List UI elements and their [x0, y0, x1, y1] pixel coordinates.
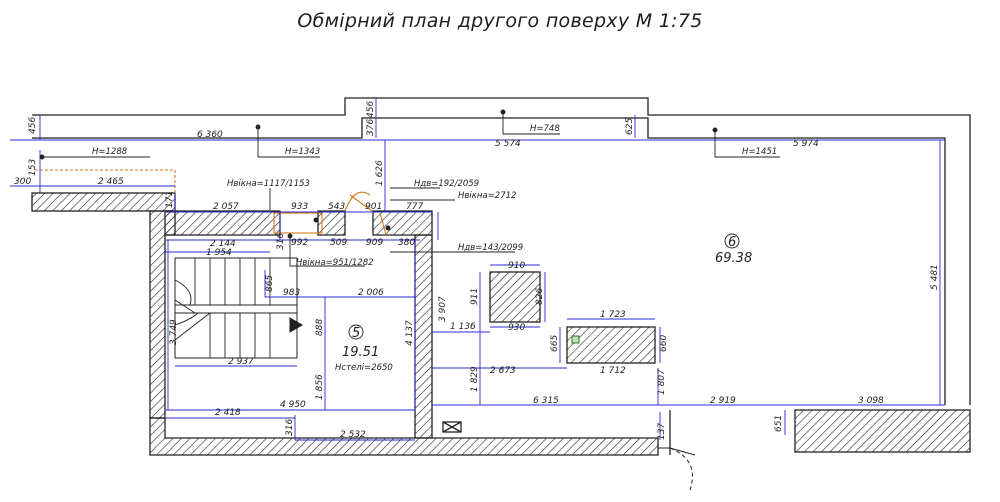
- dim-1829: 1 829: [470, 366, 480, 392]
- dim-456b: 456: [366, 101, 376, 118]
- dim-300: 300: [14, 177, 31, 187]
- dim-2937: 2 937: [228, 357, 254, 367]
- dim-901: 901: [365, 202, 382, 212]
- dim-316: 316: [276, 233, 286, 250]
- dim-2673: 2 673: [490, 366, 516, 376]
- dim-5574: 5 574: [495, 139, 521, 149]
- label-h1451: H=1451: [742, 147, 777, 157]
- dim-2144: 2 144: [210, 239, 236, 249]
- dim-456a: 456: [28, 117, 38, 134]
- dim-1807: 1 807: [657, 369, 667, 395]
- dim-777: 777: [406, 202, 423, 212]
- dim-910: 910: [508, 261, 525, 271]
- dim-4137: 4 137: [405, 320, 415, 346]
- dim-137: 137: [657, 423, 667, 440]
- label-window-bottom: Hвікна=951/1282: [296, 258, 374, 268]
- dim-888: 888: [315, 319, 325, 336]
- dim-625: 625: [625, 118, 635, 135]
- wall-room5-top-mid: [317, 210, 346, 236]
- room5-area: 19.51: [342, 345, 379, 360]
- dim-660: 660: [659, 335, 669, 352]
- dim-2006: 2 006: [358, 288, 384, 298]
- dim-5974: 5 974: [793, 139, 819, 149]
- dim-651: 651: [774, 415, 784, 432]
- dim-4950: 4 950: [280, 400, 306, 410]
- dim-909: 909: [366, 238, 383, 248]
- dim-6360: 6 360: [197, 130, 223, 140]
- dim-376: 376: [366, 119, 376, 136]
- dim-1856: 1 856: [315, 374, 325, 400]
- wall-room5-top: [164, 210, 281, 236]
- label-h1288: H=1288: [92, 147, 128, 157]
- wall-partition: [414, 234, 433, 439]
- dim-6315: 6 315: [533, 396, 559, 406]
- room5-number: 5: [352, 326, 360, 341]
- wall-room5-left: [149, 210, 176, 419]
- label-door-bottom: Hдв=143/2099: [458, 243, 523, 253]
- dim-171: 171: [165, 191, 175, 208]
- chimney-2: [566, 326, 656, 364]
- walls: [31, 97, 971, 456]
- dim-2465: 2 465: [98, 177, 124, 187]
- dimension-texts: 456 6 360 153 300 2 465 456 376 5 574 62…: [14, 101, 940, 440]
- label-h1343: H=1343: [285, 147, 320, 157]
- dim-380: 380: [398, 238, 415, 248]
- wall-room5-top-right: [372, 210, 433, 236]
- dim-509: 509: [330, 238, 347, 248]
- dim-2418: 2 418: [215, 408, 241, 418]
- dimension-lines: [10, 98, 945, 441]
- dim-3749: 3 749: [169, 319, 179, 345]
- dim-3098: 3 098: [858, 396, 884, 406]
- chimney-1: [489, 271, 541, 323]
- openings: [35, 169, 387, 236]
- dim-5481: 5 481: [930, 264, 940, 290]
- dim-153: 153: [28, 159, 38, 176]
- room6-area: 69.38: [715, 251, 752, 266]
- dim-3907: 3 907: [438, 296, 448, 322]
- dim-933: 933: [291, 202, 308, 212]
- dim-316b: 316: [285, 419, 295, 436]
- wall-bottom-left: [149, 417, 659, 456]
- drawing-title: Обмірний план другого поверху М 1:75: [297, 10, 703, 32]
- dim-2532: 2 532: [340, 430, 366, 440]
- dim-1723: 1 723: [600, 310, 626, 320]
- wall-left-upper: [31, 192, 176, 212]
- dim-865: 865: [265, 275, 275, 292]
- dim-983: 983: [283, 288, 300, 298]
- dim-1954: 1 954: [206, 248, 232, 258]
- dim-911: 911: [470, 288, 480, 305]
- leaders: [39, 109, 780, 267]
- dim-2057: 2 057: [213, 202, 239, 212]
- dim-2919: 2 919: [710, 396, 736, 406]
- dim-930: 930: [508, 323, 525, 333]
- room5-height: Hстелі=2650: [335, 363, 393, 373]
- entrance-door: [658, 447, 696, 491]
- label-h748: H=748: [530, 124, 560, 134]
- label-window-right: Hвікна=2712: [458, 191, 516, 201]
- dim-992: 992: [291, 238, 308, 248]
- dim-826: 826: [535, 288, 545, 305]
- dim-1136: 1 136: [450, 322, 476, 332]
- staircase: [174, 257, 303, 359]
- dim-665: 665: [550, 335, 560, 352]
- dim-1712: 1 712: [600, 366, 626, 376]
- dim-1626: 1 626: [375, 160, 385, 186]
- wall-bottom-right: [794, 409, 971, 453]
- label-door-top: Hдв=192/2059: [414, 179, 479, 189]
- dim-543: 543: [328, 202, 345, 212]
- room6-number: 6: [728, 235, 736, 250]
- label-window-left: Hвікна=1117/1153: [227, 179, 310, 189]
